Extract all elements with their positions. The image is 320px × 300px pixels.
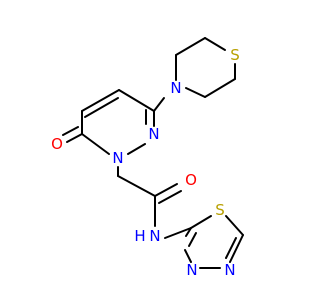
- bond: [118, 89, 155, 112]
- bond: [175, 37, 206, 56]
- bond: [117, 175, 156, 197]
- bond: [188, 232, 197, 247]
- bond: [229, 234, 244, 263]
- bond: [66, 133, 83, 143]
- bond: [184, 249, 192, 263]
- nitrogen-atom-label: N: [224, 261, 235, 279]
- hydrogen-atom-label: H: [134, 227, 145, 245]
- bond: [62, 126, 79, 136]
- nitrogen-atom-label: N: [170, 79, 181, 97]
- bond: [204, 78, 236, 98]
- sulfur-atom-label: S: [215, 201, 225, 219]
- bond: [81, 133, 110, 155]
- bond: [225, 237, 237, 259]
- bond: [185, 87, 206, 98]
- bond: [204, 37, 226, 51]
- bond: [127, 143, 146, 155]
- bond: [81, 89, 120, 112]
- oxygen-atom-label: O: [51, 135, 63, 153]
- nitrogen-atom-label: N: [149, 227, 160, 245]
- bond: [185, 227, 192, 237]
- nitrogen-atom-label: N: [148, 125, 159, 143]
- sulfur-atom-label: S: [230, 46, 240, 64]
- bond: [190, 215, 212, 229]
- bond: [225, 215, 244, 236]
- bond: [84, 97, 119, 118]
- molecule-diagram: O N N N S O N H S N N: [51, 37, 244, 279]
- bond: [154, 183, 178, 197]
- nitrogen-atom-label: N: [112, 149, 123, 167]
- bond: [164, 227, 192, 239]
- oxygen-atom-label: O: [185, 171, 197, 189]
- bond: [153, 97, 165, 112]
- nitrogen-atom-label: N: [186, 261, 197, 279]
- bonds: [62, 37, 244, 269]
- atom-labels: O N N N S O N H S N N: [51, 46, 240, 279]
- structure-drawing: O N N N S O N H S N N: [51, 37, 244, 279]
- bond: [158, 190, 182, 204]
